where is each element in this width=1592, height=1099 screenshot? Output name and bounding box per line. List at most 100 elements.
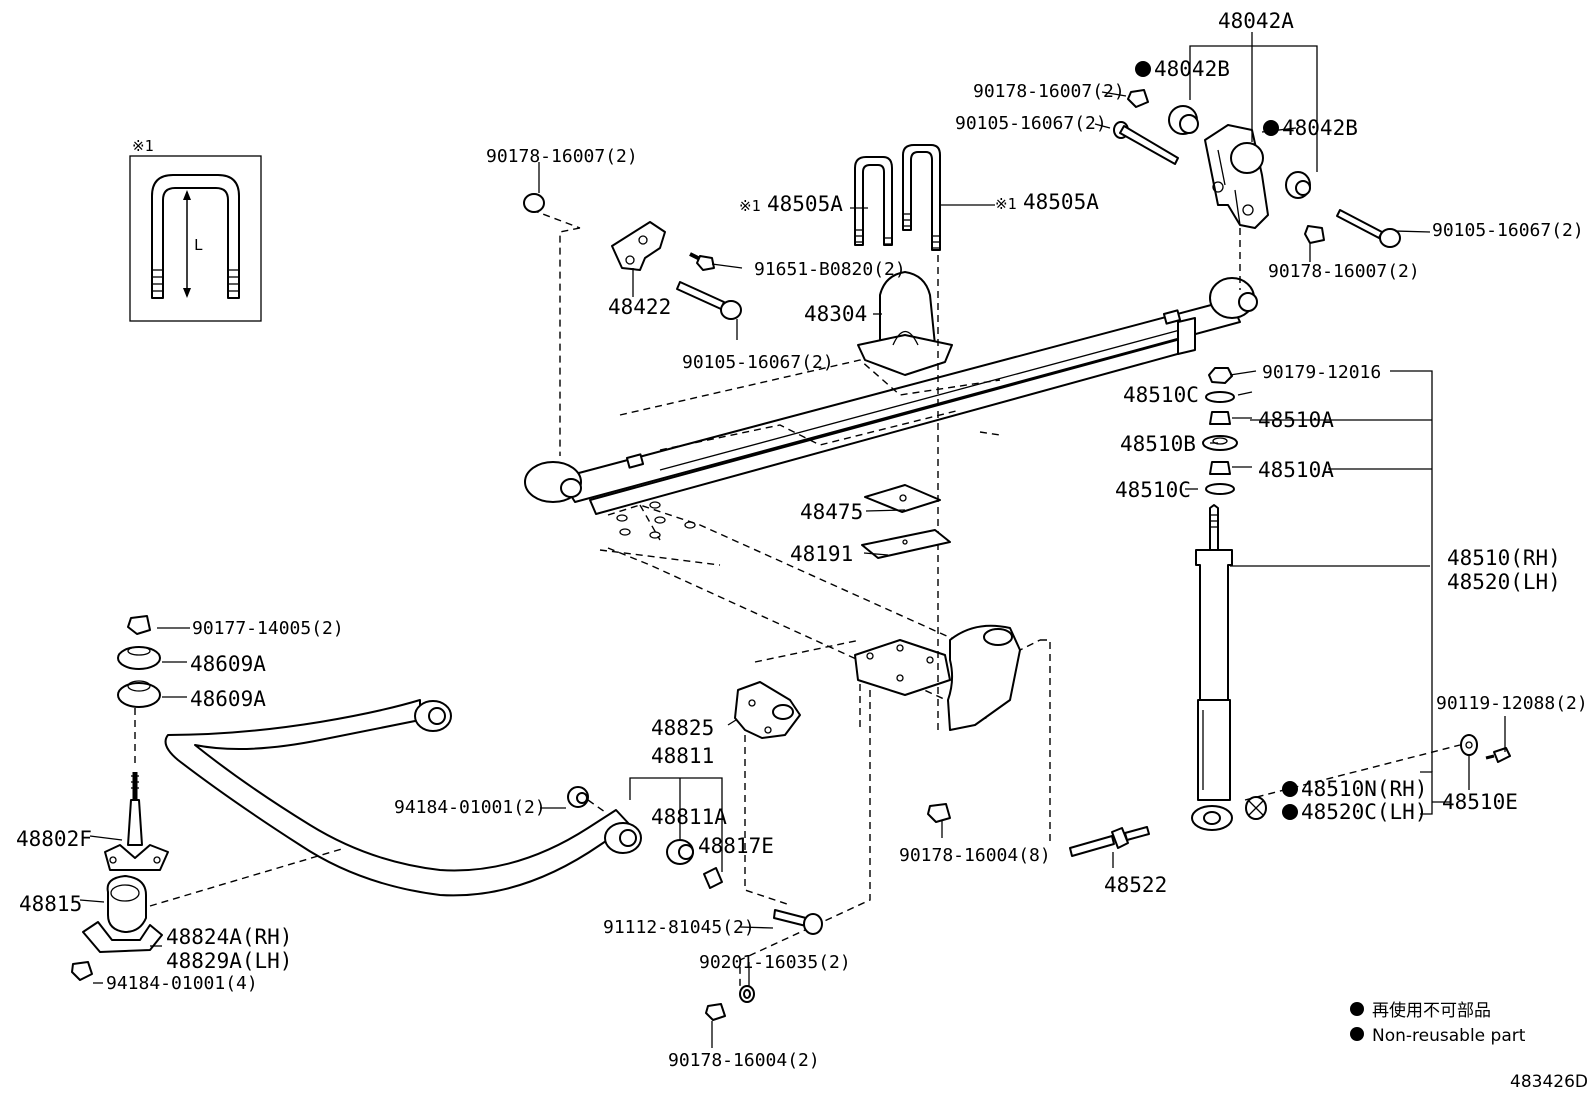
label-48191: 48191 — [790, 542, 853, 566]
legend-japanese-text: 再使用不可部品 — [1372, 1000, 1491, 1021]
label-48510A-bottom: 48510A — [1258, 458, 1334, 482]
label-48510C-top: 48510C — [1123, 383, 1199, 407]
cushion-48609A-bottom — [117, 680, 161, 708]
label-48510A-top: 48510A — [1258, 408, 1334, 432]
bushing-48510A-bottom — [1209, 461, 1231, 475]
label-48522: 48522 — [1104, 873, 1167, 897]
retainer-48510B — [1202, 435, 1238, 451]
label-90178-16004-bottom: 90178-16004(2) — [668, 1050, 820, 1071]
label-48520LH: 48520(LH) — [1447, 570, 1561, 594]
nut-90178-right — [1304, 225, 1325, 244]
stabilizer-link-48802F — [104, 772, 169, 871]
nut-90177 — [127, 615, 151, 635]
inset-thread-marks — [152, 269, 239, 292]
label-48510E: 48510E — [1442, 790, 1518, 814]
bracket-dash — [744, 735, 791, 906]
label-90178-16007-right: 90178-16007(2) — [1268, 261, 1420, 282]
label-90177-14005: 90177-14005(2) — [192, 618, 344, 639]
washer-48510C-bottom — [1205, 483, 1235, 495]
legend-dot-japanese — [1350, 1002, 1364, 1016]
nut-90179 — [1208, 367, 1233, 384]
label-90178-16004-center: 90178-16004(8) — [899, 845, 1051, 866]
washer-90201 — [739, 985, 755, 1003]
label-48510C-bottom: 48510C — [1115, 478, 1191, 502]
leaf-spring-leaf-line — [659, 329, 1181, 471]
shock-upper-mount-stack — [1202, 367, 1238, 495]
leaf-spring-clip-rear — [1162, 309, 1182, 325]
mark-48505A-right: ※1 — [995, 195, 1017, 213]
label-90119-12088: 90119-12088(2) — [1436, 693, 1588, 714]
bolt-48522 — [1069, 826, 1150, 857]
label-48510B: 48510B — [1120, 432, 1196, 456]
bracket-48825 — [734, 681, 801, 739]
shock-absorber — [1191, 504, 1233, 831]
bolt-91651 — [689, 252, 715, 271]
label-94184-01001-4: 94184-01001(4) — [106, 973, 258, 994]
u-bolt-length-inset: ※1 L — [129, 137, 262, 322]
stabilizer-dash-right — [587, 799, 606, 813]
axle-vertical-dash — [1040, 639, 1051, 845]
u-bolt-threads — [855, 213, 940, 249]
label-94184-01001-2: 94184-01001(2) — [394, 797, 546, 818]
label-48505A-left: 48505A — [767, 192, 843, 216]
axle-spring-seat-bracket — [854, 624, 1021, 731]
label-48510RH: 48510(RH) — [1447, 546, 1561, 570]
pad-48475 — [864, 484, 941, 513]
bushing-48042B-top — [1168, 105, 1199, 135]
nut-90178-bottom — [705, 1003, 726, 1021]
label-48475: 48475 — [800, 500, 863, 524]
label-48304: 48304 — [804, 302, 867, 326]
legend: 再使用不可部品 Non-reusable part — [1350, 1000, 1526, 1046]
label-48422: 48422 — [608, 295, 671, 319]
non-reusable-dot-48510N — [1282, 781, 1298, 797]
label-90179-12016: 90179-12016 — [1262, 362, 1381, 383]
bump-stopper — [857, 271, 953, 376]
bushing-48811A — [666, 839, 694, 865]
inset-mark: ※1 — [132, 137, 154, 155]
label-91651-B0820: 91651-B0820(2) — [754, 259, 906, 280]
bushing-48510A-top — [1209, 411, 1231, 425]
frame-outline-rail — [619, 359, 1001, 451]
label-91112-81045: 91112-81045(2) — [603, 917, 755, 938]
nut-90178-left — [523, 193, 545, 213]
bracket-48824A — [82, 921, 163, 953]
bolt-90105-top-right — [1113, 121, 1179, 165]
label-90178-16007-left: 90178-16007(2) — [486, 146, 638, 167]
legend-dot-english — [1350, 1027, 1364, 1041]
stabilizer-bar — [164, 699, 642, 897]
nut-90178-top-right — [1127, 89, 1149, 108]
inset-dimension-arrow — [183, 190, 191, 298]
label-90178-16007-top-right: 90178-16007(2) — [973, 81, 1125, 102]
label-90105-16067-top-right: 90105-16067(2) — [955, 113, 1107, 134]
label-48042B-top: 48042B — [1154, 57, 1230, 81]
label-48824A: 48824A(RH) — [166, 925, 292, 949]
leaf-spring-clip-front — [625, 453, 645, 469]
label-90105-16067-center: 90105-16067(2) — [682, 352, 834, 373]
mark-48505A-left: ※1 — [739, 197, 761, 215]
non-reusable-dot-48042B-top — [1135, 61, 1151, 77]
label-48815: 48815 — [19, 892, 82, 916]
label-48829A: 48829A(LH) — [166, 949, 292, 973]
washer-48510C-top — [1205, 391, 1235, 403]
label-48609A-bottom: 48609A — [190, 687, 266, 711]
bushing-48510N — [1245, 796, 1267, 820]
bushing-48815 — [106, 875, 147, 933]
u-bolt-left — [854, 156, 893, 246]
u-bolt-right — [902, 144, 941, 251]
axle-holes — [616, 501, 696, 539]
label-48825: 48825 — [651, 716, 714, 740]
label-48811: 48811 — [651, 744, 714, 768]
leaf-spring-front-bushing — [560, 478, 582, 498]
label-48510N: 48510N(RH) — [1301, 777, 1427, 801]
leader-lines — [79, 32, 1506, 1048]
label-90201-16035: 90201-16035(2) — [699, 952, 851, 973]
non-reusable-dot-48520C — [1282, 804, 1298, 820]
label-48817E: 48817E — [698, 834, 774, 858]
leaf-spring-assembly — [524, 227, 1258, 515]
leaf-spring-rear-bushing — [1238, 292, 1258, 312]
bolt-91112 — [773, 909, 823, 935]
stabilizer-dash-left — [149, 847, 346, 907]
shock-lower-stud-48510E — [1460, 734, 1478, 756]
label-48520C: 48520C(LH) — [1301, 800, 1427, 824]
